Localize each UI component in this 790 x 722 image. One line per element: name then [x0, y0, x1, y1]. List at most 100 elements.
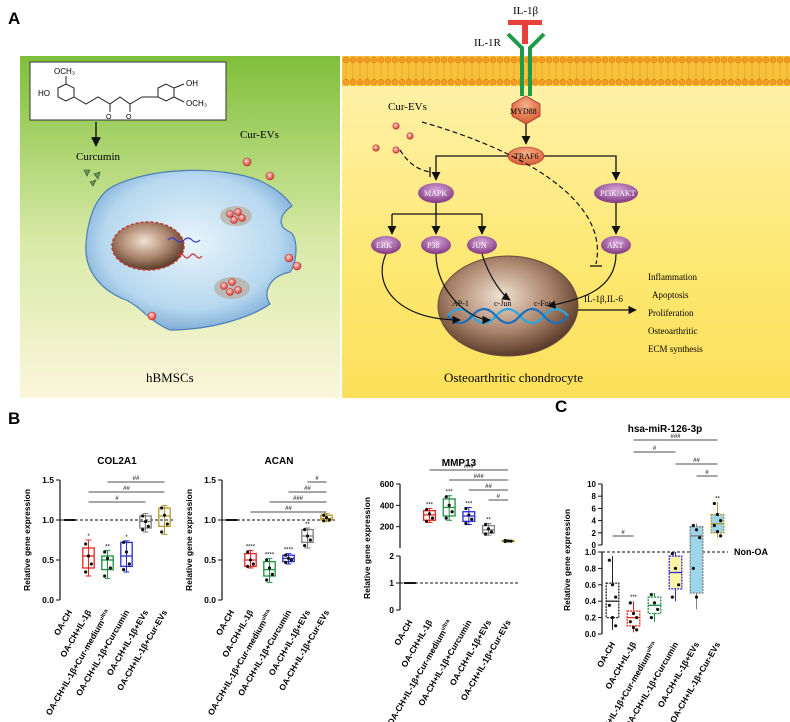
hydroxyl-left: HO	[38, 89, 50, 98]
outcome-2: Proliferation	[648, 308, 694, 318]
data-point	[284, 560, 288, 565]
lipid-head	[706, 56, 714, 64]
data-point	[483, 532, 488, 536]
lipid-head	[531, 56, 539, 64]
curcumin-structure: OCH₃ HO OH OCH₃ O O	[29, 61, 227, 121]
panel-label-c: C	[555, 397, 567, 416]
lipid-head	[755, 78, 763, 86]
lipid-head	[741, 78, 749, 86]
lipid-head	[699, 56, 707, 64]
data-point	[698, 536, 702, 540]
vesicle-dot	[230, 216, 238, 224]
data-point	[691, 523, 695, 528]
panel-label-b: B	[8, 409, 20, 428]
y-tick-label: 8	[592, 492, 597, 501]
data-point	[251, 562, 255, 566]
lipid-head	[664, 78, 672, 86]
vesicle-dot	[238, 214, 246, 222]
ligand-icon	[508, 20, 542, 44]
right-curevs-label: Cur-EVs	[388, 101, 427, 113]
lipid-head	[412, 78, 420, 86]
significance-mark: ***	[446, 490, 454, 496]
lipid-head	[391, 78, 399, 86]
lipid-head	[552, 56, 560, 64]
data-point	[248, 558, 253, 562]
lipid-head	[349, 56, 357, 64]
data-point	[464, 521, 468, 526]
data-point	[719, 519, 723, 523]
vesicle-dot	[242, 157, 252, 167]
data-point	[670, 595, 674, 599]
bracket-label: ##	[133, 476, 140, 482]
bracket-label: #	[653, 446, 657, 452]
lipid-head	[594, 78, 602, 86]
lipid-head	[419, 78, 427, 86]
vesicle-dot	[226, 210, 234, 218]
lipid-head	[503, 56, 511, 64]
bracket-label: ##	[304, 486, 311, 492]
left-curevs-label: Cur-EVs	[240, 129, 279, 141]
data-point	[146, 524, 150, 529]
lipid-head	[475, 56, 483, 64]
data-point	[719, 534, 723, 538]
lipid-head	[566, 56, 574, 64]
y-tick-label: 600	[380, 479, 394, 489]
data-point	[450, 510, 454, 514]
lipid-head	[538, 56, 546, 64]
data-point	[628, 601, 632, 605]
lipid-head	[664, 56, 672, 64]
arrow-erk-nucleus	[381, 253, 461, 325]
bracket-label: #	[705, 470, 709, 476]
dna-helix-a-icon	[447, 307, 569, 325]
lipid-head	[615, 56, 623, 64]
lipid-head	[636, 78, 644, 86]
lipid-head	[426, 78, 434, 86]
left-vesicles	[147, 157, 302, 321]
lipid-head	[482, 78, 490, 86]
y-tick-label: 0.5	[204, 555, 216, 565]
data-point	[303, 528, 307, 532]
lipid-head	[657, 56, 665, 64]
y-tick-label: 200	[380, 522, 394, 532]
data-point	[614, 595, 618, 599]
y-tick-label: 10	[587, 480, 596, 489]
lipid-head	[734, 56, 742, 64]
data-point	[635, 628, 639, 632]
data-point	[483, 522, 488, 527]
bracket-label: ##	[285, 506, 292, 512]
significance-mark: **	[486, 517, 491, 523]
pi3k-label: PI3K/AKT	[600, 189, 636, 198]
panel-label-a: A	[8, 9, 20, 28]
lipid-head	[447, 78, 455, 86]
mapk-branch	[392, 203, 482, 215]
significance-mark: ***	[465, 501, 473, 507]
lipid-head	[496, 78, 504, 86]
box	[120, 541, 133, 568]
data-point	[284, 553, 288, 557]
lipid-head	[391, 56, 399, 64]
erk-label: ERK	[376, 241, 392, 250]
y-tick-label: 6	[592, 504, 597, 513]
data-point	[470, 517, 474, 521]
bracket-label: ###	[293, 496, 304, 502]
bracket-label: #	[621, 530, 625, 536]
data-point	[614, 624, 618, 628]
lipid-head	[545, 78, 553, 86]
data-point	[84, 542, 88, 546]
y-axis-label: Relative gene expression	[184, 489, 194, 591]
cfos-label: c-Fos	[534, 299, 552, 308]
right-vesicles	[372, 122, 414, 154]
data-point	[430, 516, 435, 520]
lipid-head	[748, 78, 756, 86]
data-point	[607, 603, 611, 607]
lipid-head	[363, 56, 371, 64]
data-point	[635, 616, 639, 620]
lipid-head	[349, 78, 357, 86]
y-axis-label: Relative gene expression	[362, 497, 372, 599]
lipid-head	[720, 56, 728, 64]
lipid-head	[678, 78, 686, 86]
lipid-head	[559, 78, 567, 86]
chart-title: MMP13	[442, 458, 477, 469]
hydroxyl-right: OH	[186, 79, 198, 88]
